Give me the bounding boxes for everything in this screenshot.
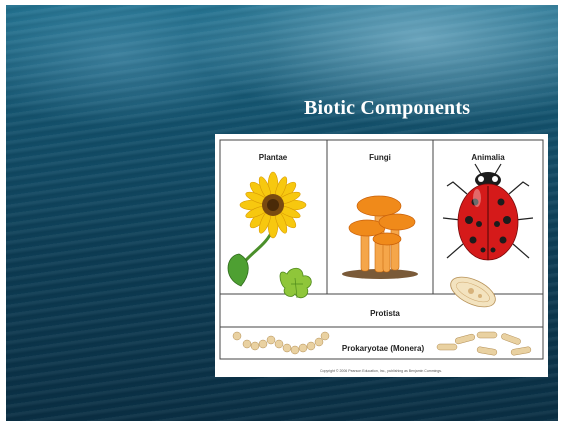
label-protista: Protista bbox=[370, 309, 400, 318]
kingdoms-diagram: Plantae Fungi Animalia Protista Prokaryo… bbox=[215, 134, 548, 377]
label-animalia: Animalia bbox=[471, 153, 505, 162]
slide-background-ocean: Biotic Components Plantae Fungi Animalia… bbox=[6, 5, 558, 421]
moss-illustration bbox=[280, 268, 311, 298]
kingdoms-figure: Plantae Fungi Animalia Protista Prokaryo… bbox=[215, 134, 548, 377]
copyright-text: Copyright © 2006 Pearson Education, Inc.… bbox=[320, 369, 442, 373]
label-prokaryotae: Prokaryotae (Monera) bbox=[342, 344, 425, 353]
paramecium-illustration bbox=[446, 271, 500, 313]
bacteria-bacilli-illustration bbox=[437, 332, 531, 356]
ladybug-illustration bbox=[443, 164, 533, 260]
bacteria-cocci-illustration bbox=[233, 332, 329, 354]
label-fungi: Fungi bbox=[369, 153, 391, 162]
label-plantae: Plantae bbox=[259, 153, 288, 162]
slide-title: Biotic Components bbox=[304, 97, 470, 120]
mushroom-illustration bbox=[342, 196, 418, 279]
